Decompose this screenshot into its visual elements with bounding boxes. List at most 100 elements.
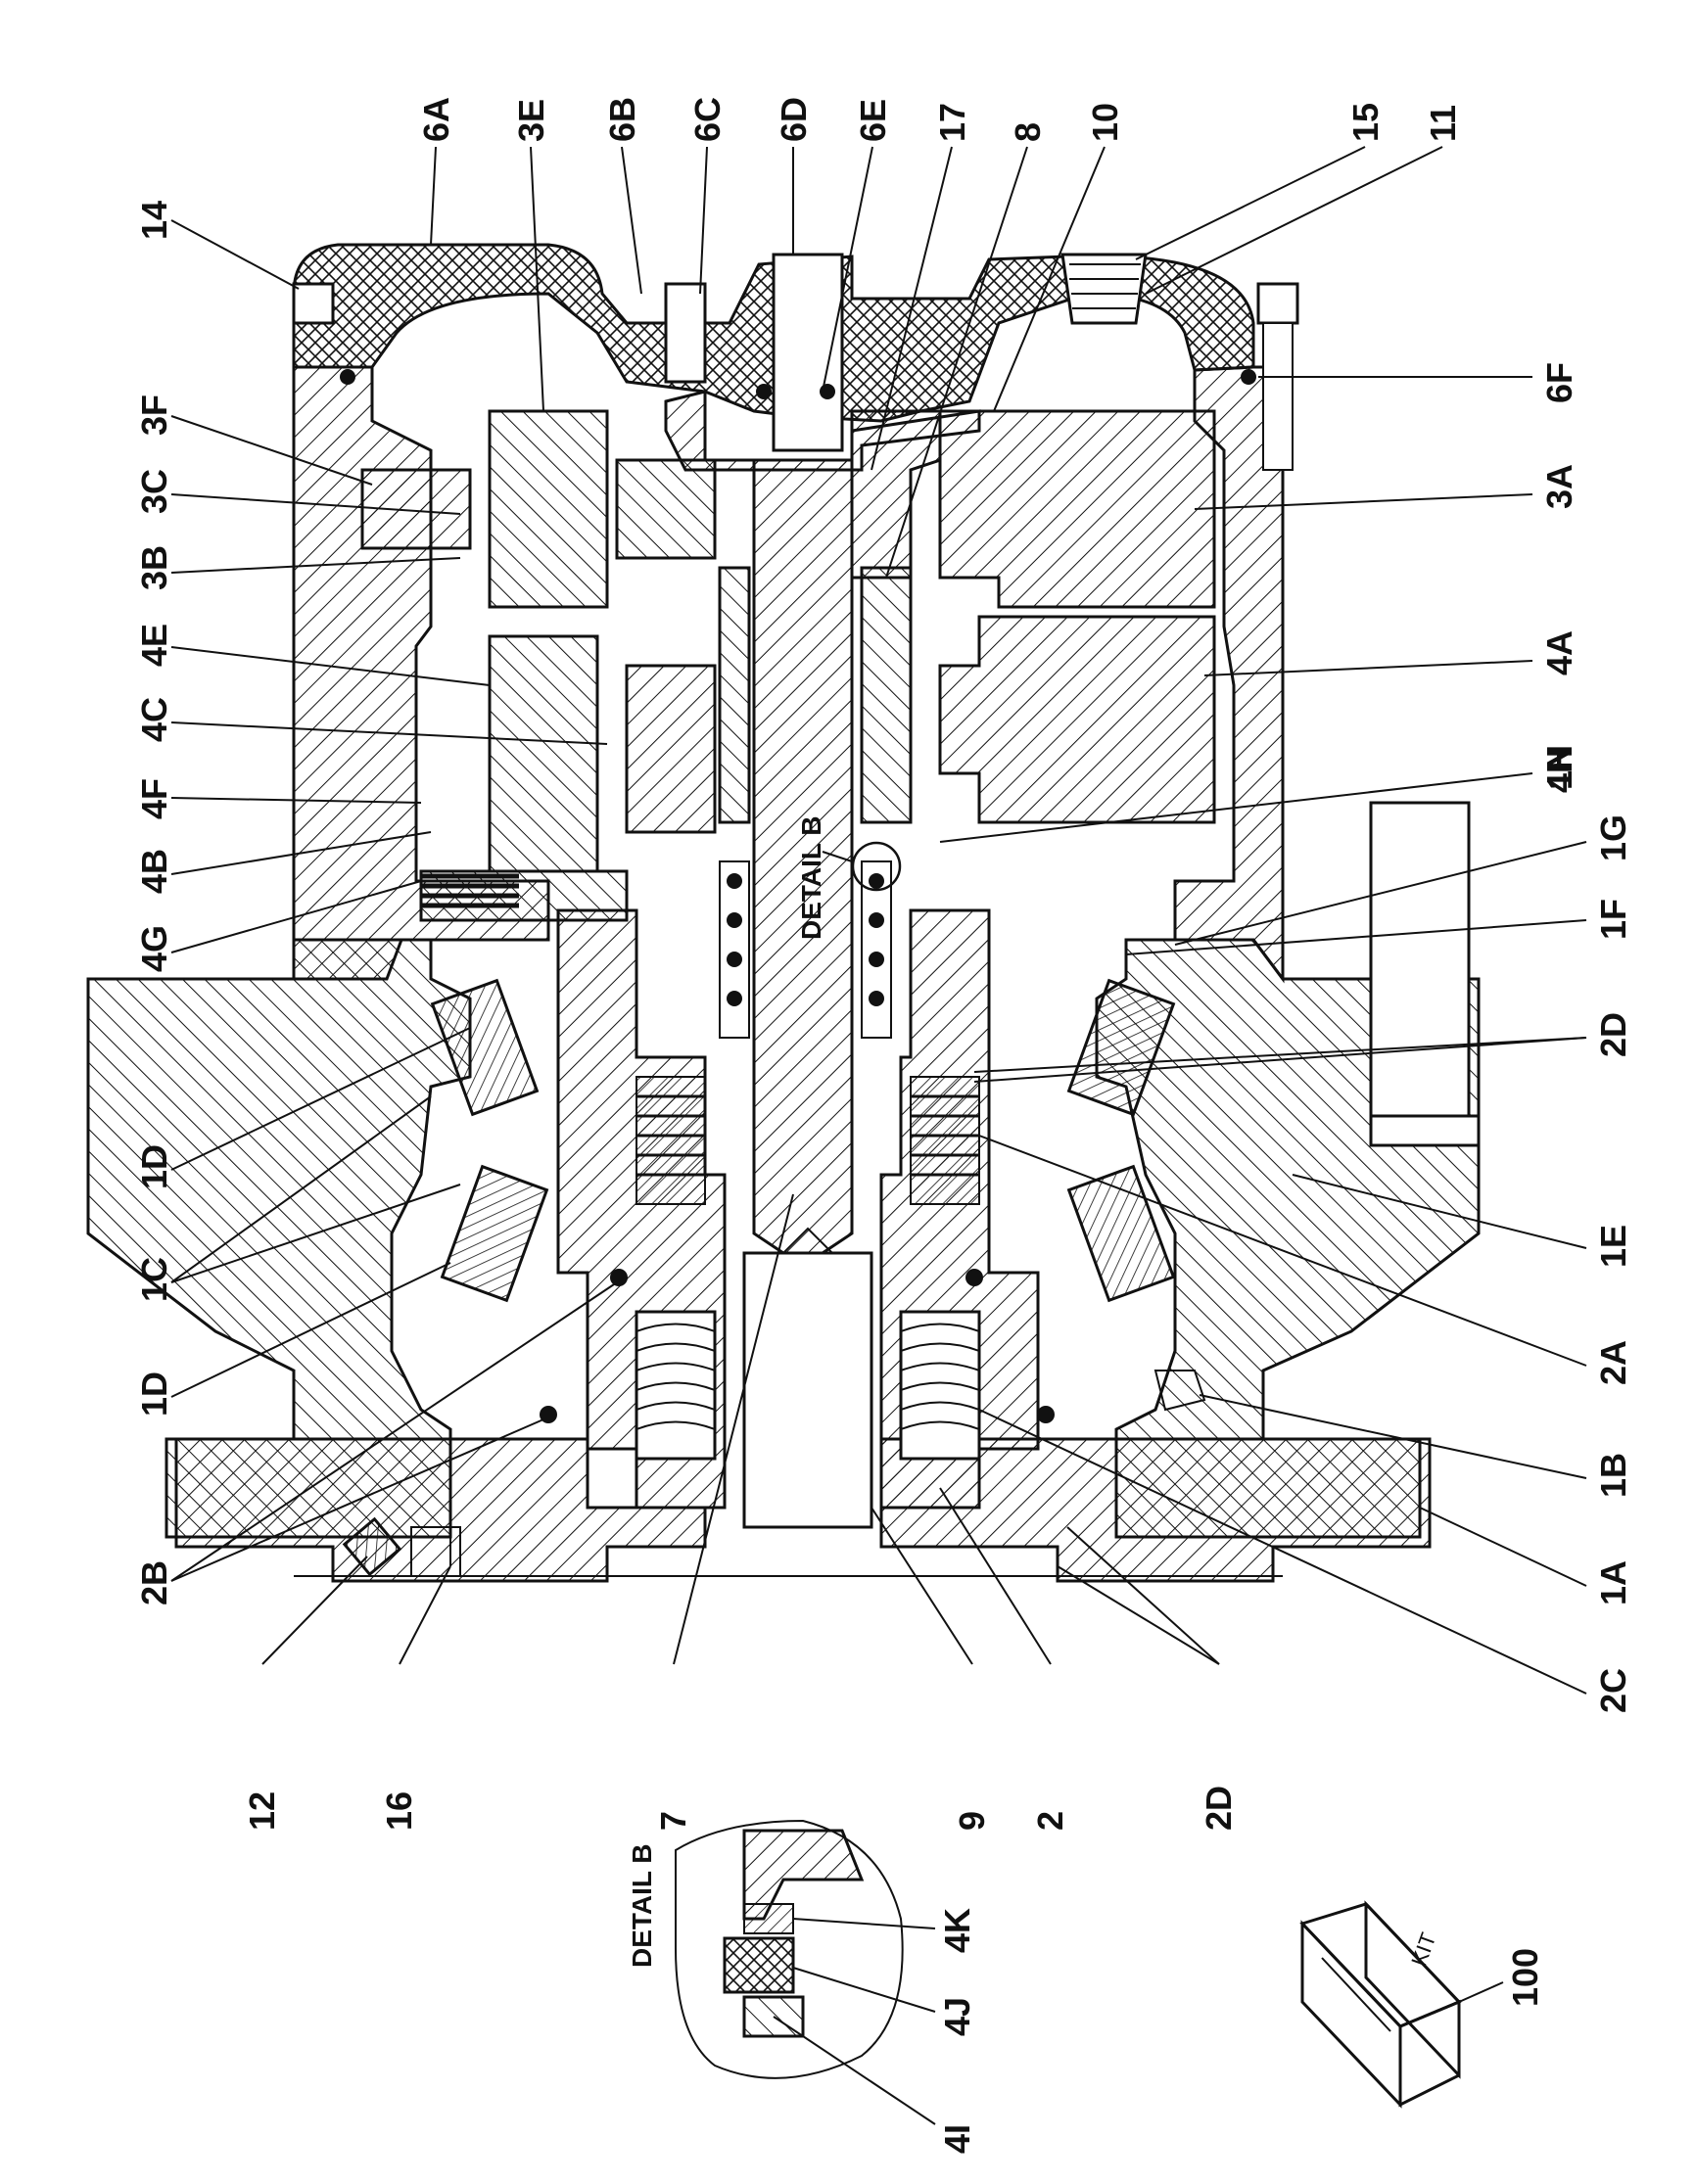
detail-b-circle	[851, 841, 902, 892]
spline-sleeve-8	[860, 566, 913, 824]
bottom-leaders	[261, 1193, 1220, 1665]
wheel-stud-head	[1369, 1114, 1481, 1147]
label-6e: 6E	[853, 99, 893, 142]
label-4g: 4G	[134, 925, 174, 972]
bearing-1c-1d-right	[1066, 978, 1176, 1303]
o-ring-2b-upper-left	[610, 1269, 628, 1286]
spline-sleeve-left	[718, 566, 751, 824]
label-2d-bottom: 2D	[1199, 1786, 1239, 1831]
label-1b: 1B	[1593, 1453, 1633, 1498]
main-assembly: DETAIL B	[86, 243, 1481, 1583]
label-1c: 1C	[134, 1257, 174, 1302]
label-7: 7	[653, 1811, 693, 1831]
label-9: 9	[952, 1811, 992, 1831]
label-1f: 1F	[1593, 899, 1633, 940]
left-labels: 14 3F 3C 3B 4E 4C 4F 4B 4G 1D 1C 1D 2B	[134, 201, 174, 1605]
carrier-4a	[938, 615, 1216, 824]
label-3b: 3B	[134, 545, 174, 590]
hub-flange-left	[86, 938, 472, 1539]
top-labels: 6A 3E 6B 6C 6D 6E 17 8 10 15 11	[416, 97, 1463, 142]
sun-gear-3	[615, 458, 717, 560]
label-16: 16	[379, 1791, 419, 1831]
thrust-washer-10	[664, 390, 981, 472]
drain-plug-12	[342, 1516, 402, 1577]
label-12: 12	[242, 1791, 282, 1831]
label-1a: 1A	[1593, 1560, 1633, 1605]
seal-1b	[1154, 1370, 1206, 1412]
o-ring-2b-lower-right	[1037, 1406, 1055, 1423]
label-8: 8	[1008, 122, 1048, 142]
carrier-3a	[938, 409, 1216, 609]
detail-b-view: DETAIL B 4K 4J 4I	[627, 1819, 977, 2154]
shim-stack-4g	[421, 873, 519, 908]
label-6a: 6A	[416, 97, 456, 142]
label-1e: 1E	[1593, 1225, 1633, 1268]
bolt-6c	[664, 282, 707, 384]
kit-box: KIT 100	[1299, 1900, 1545, 2109]
right-labels: 6F 3A 4A 4H 1N 1G 1F 2D 1E 2A 1B 1A 2C	[1539, 362, 1633, 1713]
wheel-stud-1n	[1369, 801, 1471, 1118]
o-ring-6f-right	[1241, 369, 1256, 385]
brake-springs-2c	[635, 1310, 981, 1461]
label-6d: 6D	[774, 97, 814, 142]
label-17: 17	[932, 103, 972, 142]
top-leaders	[430, 146, 1443, 579]
cover-bolt-14-right	[1256, 282, 1299, 325]
label-1d-upper: 1D	[134, 1144, 174, 1189]
label-4h: 4H	[1539, 748, 1579, 793]
cover-bolt-shank	[1262, 322, 1294, 471]
label-10: 10	[1085, 103, 1125, 142]
label-4e: 4E	[134, 624, 174, 667]
planet-gear-4c	[488, 634, 599, 873]
label-4b: 4B	[134, 849, 174, 894]
o-ring-2b-upper-right	[965, 1269, 983, 1286]
detail-b-callout: DETAIL B	[796, 815, 826, 940]
brake-disc-stack-2a	[636, 1076, 980, 1205]
label-3c: 3C	[134, 469, 174, 514]
planet-gear-4c-b	[625, 664, 717, 834]
label-3a: 3A	[1539, 464, 1579, 509]
label-100: 100	[1505, 1948, 1545, 2007]
label-2c: 2C	[1593, 1668, 1633, 1713]
label-4j: 4J	[937, 1997, 977, 2036]
label-2b: 2B	[134, 1560, 174, 1605]
label-3f: 3F	[134, 395, 174, 436]
label-1n: 1N	[1539, 745, 1579, 790]
planet-gear-3e	[488, 409, 609, 609]
shaft-tip-7	[782, 1227, 833, 1254]
label-2d-right: 2D	[1593, 1012, 1633, 1057]
o-ring-6d-a	[756, 384, 772, 399]
mounting-flange-1a	[174, 1437, 707, 1583]
mounting-flange-1a-right	[879, 1437, 1432, 1583]
right-leaders	[939, 376, 1587, 1695]
bottom-labels: 12 16 7 9 2 2D	[242, 1786, 1239, 1831]
label-6f: 6F	[1539, 362, 1579, 403]
shaft-springs	[719, 860, 892, 1039]
center-bore	[742, 1251, 873, 1529]
bearing-1c-1d-left	[430, 978, 549, 1303]
detail-b-part-4j	[723, 1936, 795, 1994]
o-ring-6d-b	[820, 384, 835, 399]
label-4a: 4A	[1539, 630, 1579, 675]
label-4i: 4I	[937, 2124, 977, 2154]
o-ring-2b-lower-left	[540, 1406, 557, 1423]
kit-label: KIT	[1406, 1929, 1440, 1970]
label-11: 11	[1423, 105, 1463, 142]
label-6c: 6C	[687, 97, 728, 142]
cover-bolt-14-left	[292, 282, 335, 325]
label-1g: 1G	[1593, 814, 1633, 861]
label-2: 2	[1030, 1811, 1070, 1831]
detail-b-part-4k	[743, 1903, 794, 1934]
label-14: 14	[134, 201, 174, 240]
label-15: 15	[1345, 103, 1386, 142]
left-leaders	[170, 219, 618, 1582]
label-6b: 6B	[602, 97, 642, 142]
ring-gear-3c	[360, 468, 472, 550]
label-3e: 3E	[511, 99, 551, 142]
label-4c: 4C	[134, 697, 174, 742]
detail-b-outline	[675, 1819, 904, 2079]
label-2a: 2A	[1593, 1340, 1633, 1385]
o-ring-6f-left	[340, 369, 355, 385]
shaft-cap-6d	[772, 253, 844, 452]
